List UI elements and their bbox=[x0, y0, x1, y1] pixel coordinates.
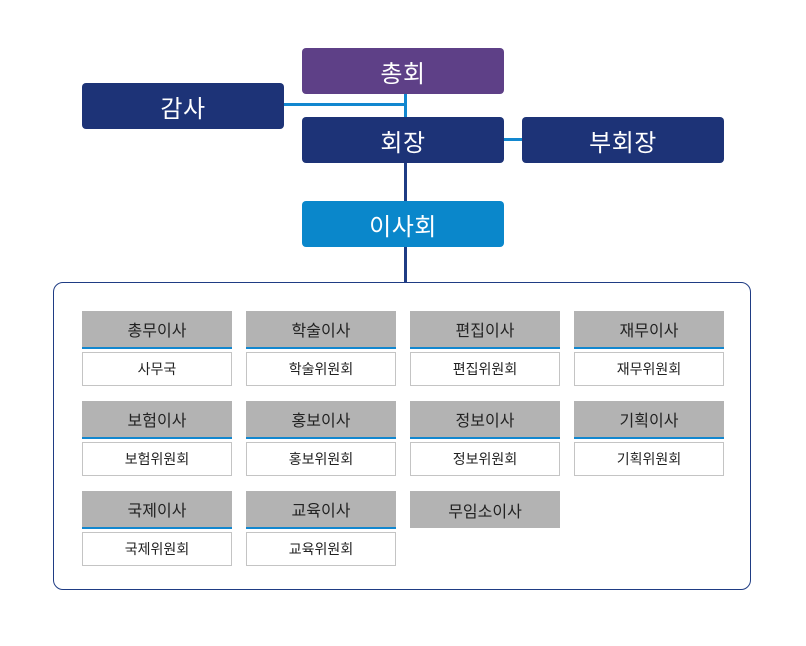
department-education: 교육이사 교육위원회 bbox=[246, 491, 396, 566]
vice-president-connector bbox=[503, 138, 523, 141]
department-committee: 재무위원회 bbox=[574, 352, 724, 386]
departments-grid: 총무이사 사무국 학술이사 학술위원회 편집이사 편집위원회 재무이사 재무위원… bbox=[82, 311, 724, 566]
department-finance: 재무이사 재무위원회 bbox=[574, 311, 724, 386]
department-international: 국제이사 국제위원회 bbox=[82, 491, 232, 566]
department-committee: 학술위원회 bbox=[246, 352, 396, 386]
department-committee: 홍보위원회 bbox=[246, 442, 396, 476]
department-committee: 기획위원회 bbox=[574, 442, 724, 476]
assembly-connector bbox=[404, 93, 407, 117]
board-panel-connector bbox=[404, 246, 407, 283]
department-committee: 국제위원회 bbox=[82, 532, 232, 566]
department-head: 보험이사 bbox=[82, 401, 232, 439]
department-general-affairs: 총무이사 사무국 bbox=[82, 311, 232, 386]
auditor-connector bbox=[284, 103, 405, 106]
department-head: 학술이사 bbox=[246, 311, 396, 349]
general-assembly-node: 총회 bbox=[302, 48, 504, 94]
auditor-node: 감사 bbox=[82, 83, 284, 129]
department-head: 정보이사 bbox=[410, 401, 560, 439]
department-committee: 보험위원회 bbox=[82, 442, 232, 476]
department-head: 기획이사 bbox=[574, 401, 724, 439]
department-head: 무임소이사 bbox=[410, 491, 560, 528]
department-head: 국제이사 bbox=[82, 491, 232, 529]
department-head: 교육이사 bbox=[246, 491, 396, 529]
president-node: 회장 bbox=[302, 117, 504, 163]
department-head: 재무이사 bbox=[574, 311, 724, 349]
department-minister-without-portfolio: 무임소이사 bbox=[410, 491, 560, 566]
department-academic: 학술이사 학술위원회 bbox=[246, 311, 396, 386]
department-head: 홍보이사 bbox=[246, 401, 396, 439]
department-insurance: 보험이사 보험위원회 bbox=[82, 401, 232, 476]
department-public-relations: 홍보이사 홍보위원회 bbox=[246, 401, 396, 476]
departments-panel bbox=[53, 282, 751, 590]
department-committee: 편집위원회 bbox=[410, 352, 560, 386]
department-committee: 사무국 bbox=[82, 352, 232, 386]
department-head: 총무이사 bbox=[82, 311, 232, 349]
department-head: 편집이사 bbox=[410, 311, 560, 349]
department-editorial: 편집이사 편집위원회 bbox=[410, 311, 560, 386]
president-board-connector bbox=[404, 162, 407, 202]
department-committee: 정보위원회 bbox=[410, 442, 560, 476]
department-committee: 교육위원회 bbox=[246, 532, 396, 566]
vice-president-node: 부회장 bbox=[522, 117, 724, 163]
department-planning: 기획이사 기획위원회 bbox=[574, 401, 724, 476]
department-information: 정보이사 정보위원회 bbox=[410, 401, 560, 476]
board-node: 이사회 bbox=[302, 201, 504, 247]
